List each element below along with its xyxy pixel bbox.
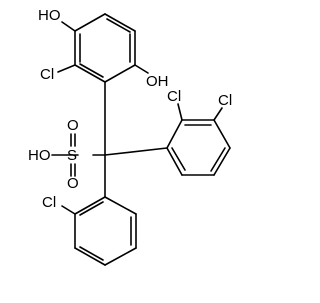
atom-label-cl-ring-c: Cl xyxy=(42,194,56,211)
bond xyxy=(74,247,106,266)
atom-label-s-center: S xyxy=(67,147,77,164)
ring-a xyxy=(74,13,136,83)
bond xyxy=(213,119,231,149)
atom-label-cl-ortho-b: Cl xyxy=(167,88,181,105)
molecule-svg: HO Cl OH Cl Cl HO O S O Cl xyxy=(28,7,232,266)
bond xyxy=(210,147,226,172)
bond xyxy=(166,119,183,149)
bond xyxy=(79,63,104,78)
bond xyxy=(104,247,137,266)
bond xyxy=(79,246,104,261)
atom-label-o-upper: O xyxy=(67,117,79,134)
bond xyxy=(106,18,131,33)
bond xyxy=(61,21,76,32)
bond xyxy=(213,147,231,176)
ring-b xyxy=(166,119,231,176)
atom-label-cl-ring-a: Cl xyxy=(40,66,54,83)
bond xyxy=(61,205,76,215)
bond xyxy=(171,147,186,171)
bond xyxy=(104,147,168,156)
bond xyxy=(104,196,137,215)
ring-c xyxy=(74,196,137,266)
atom-label-cl-meta-b: Cl xyxy=(218,92,232,109)
bond xyxy=(74,13,106,32)
atom-label-ho-top: HO xyxy=(38,7,61,24)
atom-label-o-lower: O xyxy=(67,175,79,192)
bond xyxy=(104,64,136,83)
atom-label-ho-sulfonic: HO xyxy=(28,147,51,164)
bond xyxy=(79,201,104,216)
bond xyxy=(74,64,106,83)
bond xyxy=(74,196,106,215)
bond xyxy=(213,107,223,121)
bond xyxy=(166,147,183,176)
bond xyxy=(134,64,149,74)
atom-label-oh-ring-a: OH xyxy=(146,73,169,90)
bond xyxy=(104,13,136,32)
bond xyxy=(177,103,183,121)
structure-diagram: HO Cl OH Cl Cl HO O S O Cl xyxy=(28,7,232,266)
bond xyxy=(57,64,76,73)
